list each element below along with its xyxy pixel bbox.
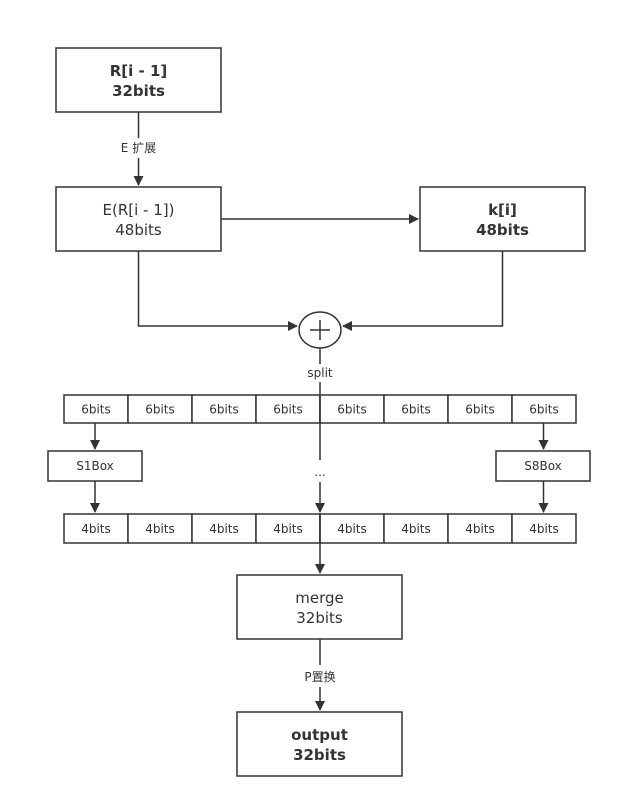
six-bit-cell: 6bits [255, 394, 321, 424]
four-bit-cell-border [127, 513, 193, 544]
four-bit-cell-border [255, 513, 321, 544]
p-permutation-label: P置换 [304, 670, 335, 684]
merge-label: merge [295, 589, 344, 607]
six-bit-cell-label: 6bits [273, 403, 303, 417]
six-bit-cell-label: 6bits [337, 403, 367, 417]
four-bit-cell: 4bits [383, 513, 449, 544]
four-bit-cell: 4bits [63, 513, 129, 544]
r-input-size: 32bits [112, 82, 165, 100]
six-bit-cell: 6bits [511, 394, 577, 424]
e-expansion-label: E 扩展 [121, 141, 156, 155]
six-bit-cell-border [511, 394, 577, 424]
four-bit-cell-label: 4bits [401, 522, 431, 536]
six-bit-cell-label: 6bits [81, 403, 111, 417]
merge-box: merge 32bits [236, 574, 403, 640]
six-bit-cell-label: 6bits [401, 403, 431, 417]
e-label-bg [115, 139, 163, 157]
four-bit-cell: 4bits [127, 513, 193, 544]
four-bit-cell-label: 4bits [529, 522, 559, 536]
merge-size: 32bits [296, 609, 343, 627]
six-bit-cell-border [127, 394, 193, 424]
four-bit-cell-label: 4bits [337, 522, 367, 536]
r-input-label: R[i - 1] [110, 62, 168, 80]
six-bit-cell: 6bits [127, 394, 193, 424]
er-size: 48bits [115, 221, 162, 239]
four-bit-cell-border [511, 513, 577, 544]
er-box: E(R[i - 1]) 48bits [55, 186, 222, 252]
six-bit-cell-label: 6bits [209, 403, 239, 417]
six-bit-cell-label: 6bits [465, 403, 495, 417]
six-bit-cell-border [63, 394, 129, 424]
s1-box: S1Box [47, 450, 143, 482]
r-input-box: R[i - 1] 32bits [55, 47, 222, 113]
four-bit-cell-label: 4bits [81, 522, 111, 536]
output-box: output 32bits [236, 711, 403, 777]
four-bit-cell-border [447, 513, 513, 544]
s1-label: S1Box [76, 459, 114, 473]
p-label-bg [296, 667, 344, 685]
four-bit-cell-label: 4bits [145, 522, 175, 536]
edge-er-to-xor [137, 251, 298, 331]
ellipsis-label: ... [314, 465, 325, 479]
four-bit-cell: 4bits [447, 513, 513, 544]
four-bit-row: 4bits 4bits 4bits 4bits 4bits 4bits 4bits 4bits [63, 513, 577, 544]
er-label: E(R[i - 1]) [103, 201, 175, 219]
four-bit-cell-label: 4bits [465, 522, 495, 536]
four-bit-cell-label: 4bits [209, 522, 239, 536]
key-label: k[i] [488, 201, 517, 219]
output-label: output [291, 726, 348, 744]
four-bit-cell-border [383, 513, 449, 544]
four-bit-cell: 4bits [511, 513, 577, 544]
four-bit-cell-border [319, 513, 385, 544]
four-bit-cell: 4bits [191, 513, 257, 544]
six-bit-cell: 6bits [319, 394, 385, 424]
six-bit-cell-border [447, 394, 513, 424]
six-bit-cell-border [191, 394, 257, 424]
six-bit-cell-label: 6bits [145, 403, 175, 417]
six-bit-cell-border [383, 394, 449, 424]
output-size: 32bits [293, 746, 346, 764]
six-bit-cell-border [255, 394, 321, 424]
four-bit-cell: 4bits [255, 513, 321, 544]
six-bit-cell: 6bits [63, 394, 129, 424]
split-label: split [307, 366, 333, 380]
six-bit-cell: 6bits [383, 394, 449, 424]
key-box: k[i] 48bits [419, 186, 586, 252]
edge-key-to-xor [342, 251, 504, 331]
six-bit-cell: 6bits [447, 394, 513, 424]
six-bit-cell-label: 6bits [529, 403, 559, 417]
s8-box: S8Box [495, 450, 591, 482]
xor-node [298, 311, 342, 349]
six-bit-cell: 6bits [191, 394, 257, 424]
four-bit-cell-label: 4bits [273, 522, 303, 536]
four-bit-cell: 4bits [319, 513, 385, 544]
s8-label: S8Box [524, 459, 562, 473]
key-size: 48bits [476, 221, 529, 239]
